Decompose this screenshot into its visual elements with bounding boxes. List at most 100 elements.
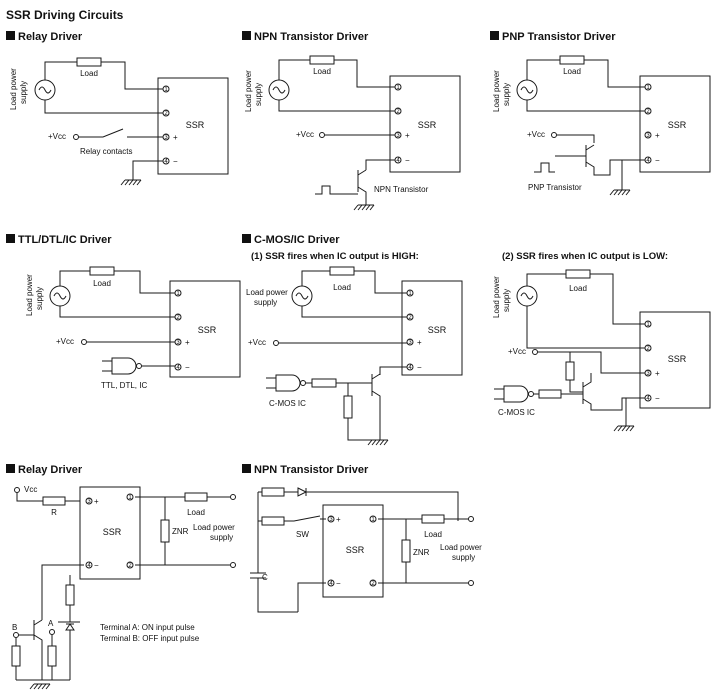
vcc-label: +Vcc [48, 132, 66, 141]
cmos-low-circuit: (2) SSR fires when IC output is LOW: SSR… [492, 251, 711, 432]
vcc-label: Vcc [24, 485, 37, 494]
pin-4: 4 [646, 158, 650, 164]
page-title: SSR Driving Circuits [6, 8, 124, 22]
minus-sign: − [417, 363, 422, 372]
plus-sign: + [336, 515, 341, 524]
load-power-label: Load power [440, 543, 482, 552]
r-label: R [51, 508, 57, 517]
pin-4: 4 [87, 563, 91, 569]
nand-gate-icon [503, 385, 529, 403]
pin-3: 3 [646, 133, 650, 139]
resistor [11, 645, 21, 667]
load-resistor [565, 269, 591, 279]
pin-2: 2 [646, 109, 650, 115]
ssr-label: SSR [428, 325, 447, 335]
load-label: Load [563, 67, 581, 76]
ssr-box [157, 77, 229, 175]
ssr-box [401, 280, 463, 376]
supply-label: supply [210, 533, 233, 542]
pin-3: 3 [646, 371, 650, 377]
load-power-label: Load power [193, 523, 235, 532]
pin-3: 3 [87, 499, 91, 505]
nand-gate-icon [111, 357, 137, 375]
load-resistor [309, 55, 335, 65]
vcc-label: +Vcc [56, 337, 74, 346]
pin-2: 2 [371, 581, 375, 587]
supply-label: supply [254, 83, 263, 106]
pin-1: 1 [396, 85, 400, 91]
section-title-npn-driver-2: NPN Transistor Driver [254, 464, 369, 476]
resistor [261, 516, 285, 526]
minus-sign: − [405, 156, 410, 165]
ssr-label: SSR [346, 545, 365, 555]
ssr-box [639, 311, 711, 409]
plus-sign: + [185, 338, 190, 347]
plus-sign: + [417, 338, 422, 347]
pin-4: 4 [329, 581, 333, 587]
load-power-label: Load power [246, 288, 288, 297]
vcc-label: +Vcc [296, 130, 314, 139]
section-title-cmos-driver: C-MOS/IC Driver [254, 234, 340, 246]
ssr-box [322, 504, 384, 598]
section-marker [242, 234, 251, 243]
load-label: Load [424, 530, 442, 539]
ground-icon [29, 683, 51, 690]
minus-sign: − [655, 394, 660, 403]
npn-driver-circuit: NPN Transistor Driver SSR 1 2 3 4 + − Lo… [242, 31, 461, 211]
pin-2: 2 [164, 111, 168, 117]
pin-3: 3 [164, 135, 168, 141]
znr-icon [401, 539, 411, 563]
pin-2: 2 [128, 563, 132, 569]
cmos-ic-label: C-MOS IC [498, 408, 535, 417]
load-power-label: Load power [244, 70, 253, 112]
section-marker [6, 31, 15, 40]
ground-icon [353, 204, 375, 211]
plus-sign: + [405, 131, 410, 140]
pin-3: 3 [329, 517, 333, 523]
resistor [261, 487, 285, 497]
ssr-box [389, 75, 461, 173]
minus-sign: − [94, 561, 99, 570]
cmos-high-circuit: C-MOS/IC Driver (1) SSR fires when IC ou… [242, 234, 463, 446]
ac-source-icon [516, 285, 538, 307]
b-label: B [12, 623, 17, 632]
ssr-label: SSR [668, 354, 687, 364]
ssr-label: SSR [198, 325, 217, 335]
pin-4: 4 [176, 365, 180, 371]
znr-label: ZNR [413, 548, 430, 557]
pin-2: 2 [646, 346, 650, 352]
pin-1: 1 [128, 495, 132, 501]
load-label: Load [93, 279, 111, 288]
load-label: Load [80, 69, 98, 78]
load-resistor [89, 266, 115, 276]
pin-3: 3 [408, 340, 412, 346]
diode-icon [65, 623, 75, 631]
a-label: A [48, 619, 54, 628]
pin-3: 3 [176, 340, 180, 346]
pin-1: 1 [646, 322, 650, 328]
diode-icon [297, 487, 308, 497]
npn-driver-latch-circuit: NPN Transistor Driver SW C SSR 3 + 4 − 1… [242, 464, 482, 613]
supply-label: supply [19, 81, 28, 104]
ground-icon [609, 189, 631, 196]
load-resistor [421, 514, 445, 524]
plus-sign: + [94, 497, 99, 506]
pin-1: 1 [646, 85, 650, 91]
vcc-label: +Vcc [527, 130, 545, 139]
resistor [538, 389, 562, 399]
section-title-relay-driver-2: Relay Driver [18, 464, 83, 476]
section-marker [242, 464, 251, 473]
pin-4: 4 [164, 159, 168, 165]
cmos-low-subtitle: (2) SSR fires when IC output is LOW: [502, 251, 668, 262]
minus-sign: − [185, 363, 190, 372]
ac-source-icon [291, 285, 313, 307]
pnp-driver-circuit: PNP Transistor Driver SSR 1 2 3 4 + − Lo… [490, 31, 711, 196]
znr-label: ZNR [172, 527, 189, 536]
section-marker [490, 31, 499, 40]
load-label: Load [569, 284, 587, 293]
pin-4: 4 [408, 365, 412, 371]
load-power-label: Load power [9, 68, 18, 110]
ttl-driver-circuit: TTL/DTL/IC Driver SSR 1 2 3 4 + − Load p… [6, 234, 241, 390]
supply-label: supply [35, 287, 44, 310]
